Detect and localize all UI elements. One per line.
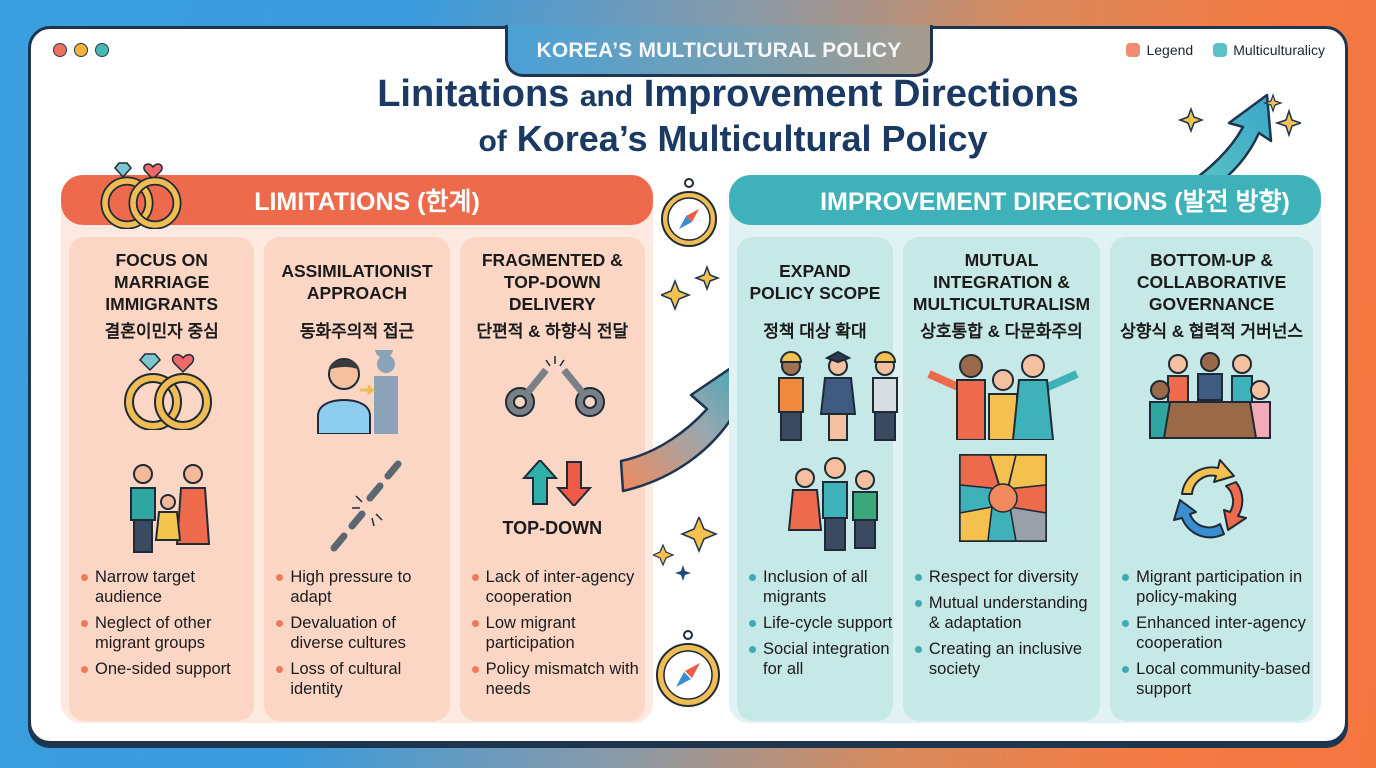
mosaic-icon [958, 454, 1047, 542]
window-controls [53, 43, 109, 57]
bullet-item: Respect for diversity [913, 567, 1100, 587]
card-korean-title: 동화주의적 접근 [299, 322, 415, 341]
card-korean-title: 상호통합 & 다문화주의 [920, 322, 1083, 341]
bullet-item: Migrant participation in policy-making [1120, 567, 1313, 607]
diverse-workers-icon [778, 350, 898, 441]
title-word: Linitations [377, 73, 570, 115]
legend-item-multiculturalicy: Multiculturalicy [1213, 42, 1325, 58]
family-icon [130, 464, 211, 553]
limitations-header-label: LIMITATIONS (한계) [254, 188, 480, 216]
title-word: Korea’s Multicultural Policy [516, 118, 988, 159]
legend-item-legend: Legend [1126, 42, 1193, 58]
top-down-label: TOP-DOWN [502, 518, 603, 538]
card-title: FRAGMENTED & TOP-DOWN DELIVERY [481, 250, 623, 314]
infographic-window: KOREA’S MULTICULTURAL POLICY Legend Mult… [28, 25, 1348, 744]
compass-icon [661, 178, 717, 247]
bullet-list: Respect for diversity Mutual understandi… [903, 567, 1100, 685]
bullet-item: Lack of inter-agency cooperation [470, 567, 645, 607]
card-korean-title: 정책 대상 확대 [763, 322, 867, 341]
bullet-item: One-sided support [79, 659, 254, 679]
bullet-item: High pressure to adapt [274, 567, 449, 607]
bullet-item: Creating an inclusive society [913, 639, 1100, 679]
legend-swatch [1126, 43, 1141, 57]
bullet-item: Local community-based support [1120, 659, 1313, 699]
person-assimilation-icon [317, 350, 399, 434]
wedding-rings-icon [124, 353, 212, 430]
improvements-panel: IMPROVEMENT DIRECTIONS (발전 방향) EXPAND PO… [729, 175, 1321, 723]
green-dot[interactable] [95, 43, 109, 57]
limitations-panel: LIMITATIONS (한계) FOCUS ON MARRIAGE IMMIG… [61, 162, 653, 723]
improvement-card-governance: BOTTOM-UP & COLLABORATIVE GOVERNANCE 상향식… [1110, 237, 1313, 721]
legend-swatch [1213, 43, 1228, 57]
wedding-rings-icon [100, 162, 182, 229]
card-korean-title: 결혼이민자 중심 [104, 322, 219, 341]
limitation-card-marriage: FOCUS ON MARRIAGE IMMIGRANTS 결혼이민자 중심 [69, 237, 255, 721]
card-title: ASSIMILATIONIST APPROACH [281, 261, 433, 303]
welcoming-people-icon [927, 354, 1079, 440]
bullet-item: Narrow target audience [79, 567, 254, 607]
improvement-card-expand-scope: EXPAND POLICY SCOPE 정책 대상 확대 [737, 237, 898, 721]
card-title: BOTTOM-UP & COLLABORATIVE GOVERNANCE [1136, 250, 1287, 314]
limitation-card-assimilation: ASSIMILATIONIST APPROACH 동화주의적 접근 [264, 237, 450, 721]
limitation-card-fragmented: FRAGMENTED & TOP-DOWN DELIVERY 단편적 & 하향식… [459, 237, 645, 721]
improvements-header: IMPROVEMENT DIRECTIONS (발전 방향) [729, 175, 1321, 225]
limitations-header: LIMITATIONS (한계) [61, 175, 653, 225]
bullet-item: Policy mismatch with needs [470, 659, 645, 699]
bullet-item: Enhanced inter-agency cooperation [1120, 613, 1313, 653]
bullet-item: Low migrant participation [470, 613, 645, 653]
improvement-card-mutual-integration: MUTUAL INTEGRATION & MULTICULTURALISM 상호… [902, 237, 1101, 721]
sparkle-icon [653, 517, 718, 581]
bullet-item: Mutual understanding & adaptation [913, 593, 1100, 633]
top-tab: KOREA’S MULTICULTURAL POLICY [505, 25, 933, 77]
title-word: Improvement Directions [643, 73, 1079, 115]
yellow-dot[interactable] [74, 43, 88, 57]
bullet-item: Inclusion of all migrants [747, 567, 893, 607]
bullet-list: Narrow target audience Neglect of other … [69, 567, 254, 685]
legend: Legend Multiculturalicy [1126, 42, 1325, 58]
card-title: FOCUS ON MARRIAGE IMMIGRANTS [105, 250, 219, 314]
top-tab-label: KOREA’S MULTICULTURAL POLICY [536, 38, 902, 62]
meeting-table-icon [1149, 352, 1272, 439]
improvements-header-label: IMPROVEMENT DIRECTIONS (발전 방향) [820, 188, 1290, 216]
up-down-arrows-icon [521, 460, 592, 506]
bullet-item: Loss of cultural identity [274, 659, 449, 699]
sparkle-icon [661, 265, 721, 312]
bullet-list: Inclusion of all migrants Life-cycle sup… [737, 567, 893, 685]
compass-icon [656, 630, 720, 707]
title-word: and [579, 80, 634, 113]
page-title: Linitations and Improvement Directions o… [31, 73, 1345, 163]
rising-arrow-icon [1177, 93, 1301, 189]
group-of-people-icon [787, 457, 878, 551]
broken-chain-icon [330, 460, 402, 552]
legend-label: Legend [1146, 42, 1194, 58]
bullet-item: Social integration for all [747, 639, 893, 679]
bullet-item: Life-cycle support [747, 613, 893, 633]
bullet-item: Devaluation of diverse cultures [274, 613, 449, 653]
legend-label: Multiculturalicy [1233, 42, 1325, 58]
bullet-list: High pressure to adapt Devaluation of di… [264, 567, 449, 705]
title-word: of [478, 125, 507, 158]
card-korean-title: 상향식 & 협력적 거버넌스 [1120, 322, 1303, 341]
bullet-list: Migrant participation in policy-making E… [1110, 567, 1313, 705]
card-title: EXPAND POLICY SCOPE [749, 261, 881, 303]
bullet-item: Neglect of other migrant groups [79, 613, 254, 653]
bullet-list: Lack of inter-agency cooperation Low mig… [460, 567, 645, 705]
card-title: MUTUAL INTEGRATION & MULTICULTURALISM [912, 250, 1091, 314]
card-korean-title: 단편적 & 하향식 전달 [476, 322, 629, 341]
red-dot[interactable] [53, 43, 67, 57]
cycle-arrows-icon [1173, 459, 1248, 539]
broken-gears-icon [504, 356, 605, 417]
